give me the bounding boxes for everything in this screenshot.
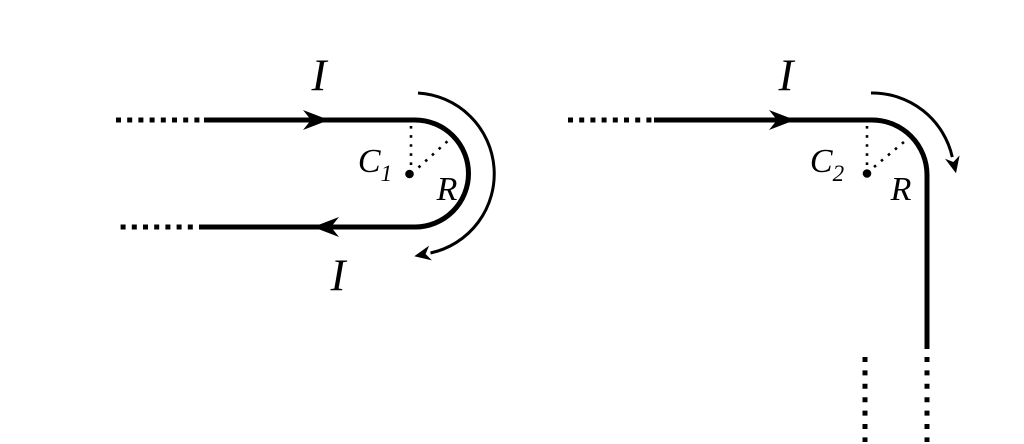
- left-diagonal-radius-dotted-line: [417, 137, 452, 169]
- right-quarter-circle-arc: [871, 117, 930, 176]
- left-top-current-label: I: [311, 50, 327, 101]
- right-diagonal-radius-dotted-line: [873, 138, 909, 168]
- center-point-c1-dot: [405, 169, 414, 179]
- left-curved-arrowhead-icon: [414, 245, 432, 261]
- left-top-current-arrowhead-icon: [303, 110, 329, 130]
- c2-label-main: C: [809, 143, 833, 180]
- right-current-label: I: [778, 50, 794, 101]
- c1-label-main: C: [357, 143, 381, 180]
- left-bottom-current-label: I: [330, 250, 346, 301]
- right-current-direction-curved-arrow: [870, 91, 954, 158]
- c1-label-subscript: 1: [380, 161, 393, 186]
- right-current-arrowhead-icon: [769, 110, 795, 130]
- center-point-c2-label: C2: [809, 143, 844, 186]
- left-radius-label: R: [436, 171, 458, 208]
- left-bottom-current-arrowhead-icon: [313, 217, 339, 237]
- center-point-c1-label: C1: [357, 143, 392, 186]
- right-curved-arrowhead-icon: [945, 155, 960, 174]
- c2-label-subscript: 2: [832, 161, 845, 186]
- center-point-c2-dot: [862, 169, 872, 178]
- left-diagram-hairpin-bend: [116, 91, 496, 261]
- right-diagram-quarter-circle-bend: [568, 91, 960, 442]
- left-current-direction-curved-arrow: [417, 91, 496, 255]
- left-semicircular-arc: [414, 117, 471, 230]
- right-radius-label: R: [890, 171, 912, 208]
